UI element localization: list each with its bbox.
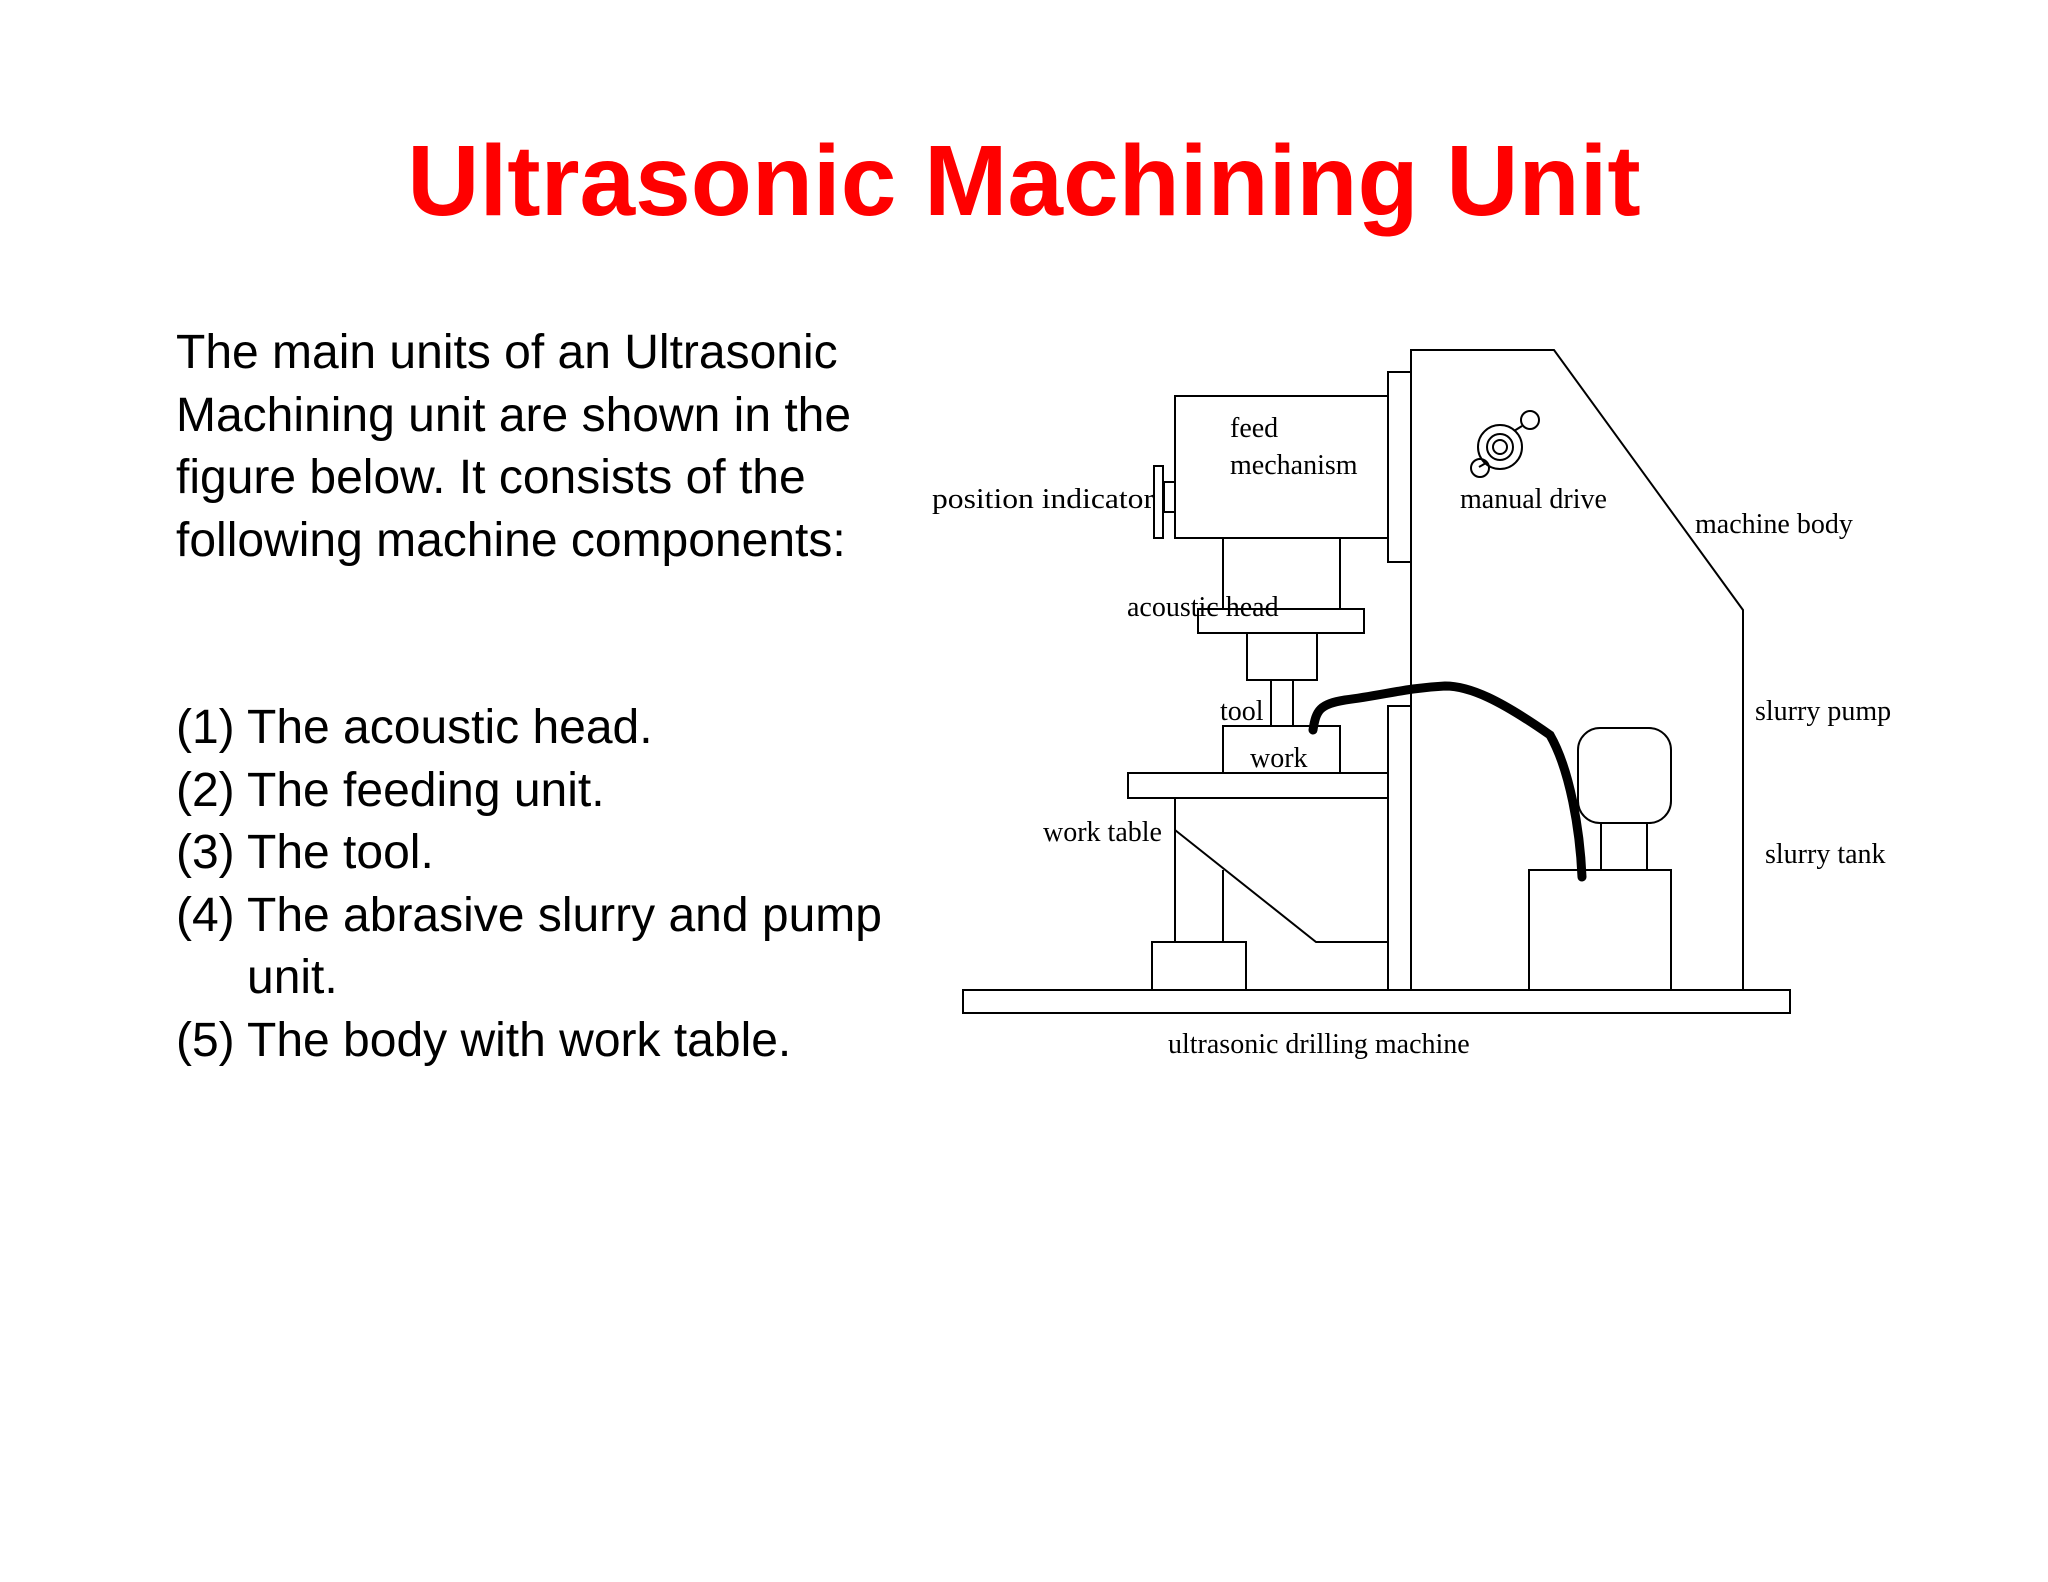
- list-item-text: The abrasive slurry and pump unit.: [247, 888, 882, 1005]
- list-item-number: (1): [176, 701, 235, 754]
- list-item-number: (2): [176, 763, 235, 817]
- machine-diagram: feed mechanism position indicator manual…: [932, 349, 1891, 1060]
- list-item: (2)The feeding unit.: [176, 760, 896, 823]
- component-list: (1)The acoustic head. (2)The feeding uni…: [176, 697, 896, 1072]
- list-item-text: The tool.: [247, 826, 434, 879]
- list-item: (4)The abrasive slurry and pump unit.: [176, 885, 896, 1010]
- handwheel-ring: [1477, 424, 1523, 470]
- work-table: [1127, 772, 1389, 799]
- list-item-number: (3): [176, 826, 235, 879]
- column-guide: [1387, 371, 1412, 563]
- column-guide-lower: [1387, 705, 1412, 991]
- feed-label: feed: [1230, 413, 1278, 444]
- list-item-text: The body with work table.: [247, 1013, 792, 1067]
- handwheel-spoke: [1478, 462, 1487, 468]
- tool: [1270, 679, 1294, 727]
- machine-body: [1410, 349, 1744, 990]
- handwheel-hub: [1486, 433, 1514, 461]
- list-item-text: The feeding unit.: [247, 763, 605, 817]
- position-indicator-knob: [1163, 481, 1176, 513]
- tool-label: tool: [1220, 696, 1264, 727]
- list-item: (3)The tool.: [176, 822, 896, 885]
- position-indicator-label: position indicator: [932, 484, 1155, 515]
- slurry-pump-label: slurry pump: [1755, 696, 1891, 727]
- handwheel-grip: [1520, 410, 1540, 430]
- machine-body-label: machine body: [1695, 509, 1853, 540]
- acoustic-head-body: [1246, 632, 1318, 681]
- intro-paragraph: The main units of an Ultrasonic Machinin…: [176, 326, 852, 567]
- work-label: work: [1250, 743, 1308, 774]
- work-table-foot: [1151, 941, 1247, 991]
- feed-mechanism-box: [1174, 395, 1389, 539]
- list-item: (5)The body with work table.: [176, 1010, 896, 1073]
- base-plate: [962, 989, 1791, 1014]
- diagram-caption: ultrasonic drilling machine: [1168, 1029, 1470, 1060]
- list-item: (1)The acoustic head.: [176, 697, 896, 760]
- list-item-text: The acoustic head.: [247, 701, 653, 754]
- handwheel-hub-inner: [1492, 439, 1508, 455]
- manual-drive-label: manual drive: [1460, 484, 1607, 515]
- slurry-tank: [1528, 869, 1672, 991]
- mechanism-label: mechanism: [1230, 450, 1358, 481]
- slide-title: Ultrasonic Machining Unit: [407, 125, 1641, 237]
- list-item-number: (5): [176, 1013, 235, 1067]
- handwheel-grip: [1470, 458, 1490, 478]
- work-table-label: work table: [1043, 817, 1162, 848]
- handwheel-spoke: [1513, 425, 1523, 432]
- slurry-pump: [1577, 727, 1672, 824]
- work-table-brace: [1174, 829, 1388, 943]
- list-item-number: (4): [176, 888, 235, 942]
- slurry-tank-label: slurry tank: [1765, 839, 1886, 870]
- acoustic-head-label: acoustic head: [1127, 592, 1279, 623]
- slurry-pump-neck: [1600, 822, 1648, 871]
- slurry-hose: [1308, 681, 1587, 882]
- position-indicator-dial: [1153, 465, 1164, 539]
